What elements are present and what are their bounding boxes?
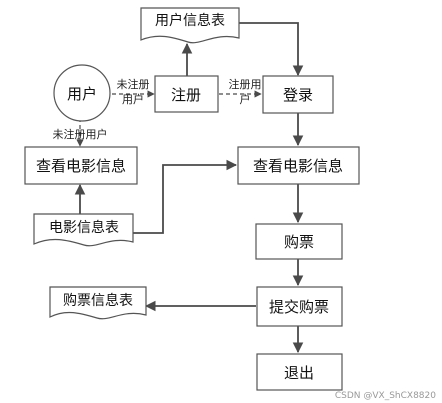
node-register-label: 注册 — [171, 86, 201, 104]
node-ticket-info-table-label: 购票信息表 — [63, 292, 133, 309]
node-user-info-table: 用户信息表 — [140, 7, 240, 44]
node-view-movie-right: 查看电影信息 — [237, 146, 360, 185]
node-logout-label: 退出 — [284, 364, 314, 382]
edge-user-info-table-to-login — [239, 22, 304, 77]
node-movie-info-table-label: 电影信息表 — [49, 219, 119, 236]
node-buy-ticket-label: 购票 — [284, 233, 314, 251]
node-view-movie-right-label: 查看电影信息 — [253, 157, 343, 175]
node-view-movie-left: 查看电影信息 — [24, 146, 138, 185]
node-buy-ticket: 购票 — [255, 223, 343, 260]
edge-movie-table-to-view-movie-right — [133, 159, 238, 234]
edge-label-registered-user-line2: 户 — [240, 92, 251, 106]
node-login-label: 登录 — [283, 86, 313, 104]
node-logout: 退出 — [256, 353, 343, 391]
node-user-info-table-label: 用户信息表 — [155, 12, 225, 29]
edge-label-unregistered-user-line1: 未注册 — [117, 77, 150, 91]
edge-label-unregistered-user-down: 未注册用户 — [53, 127, 108, 141]
watermark-text: CSDN @VX_ShCX8820 — [335, 391, 436, 401]
node-ticket-info-table: 购票信息表 — [49, 286, 147, 320]
node-user: 用户 — [53, 64, 111, 122]
node-movie-info-table: 电影信息表 — [33, 213, 134, 247]
node-submit-purchase-label: 提交购票 — [269, 298, 329, 316]
node-user-label: 用户 — [67, 85, 97, 103]
edge-label-registered-user-line1: 注册用 — [229, 77, 262, 91]
node-login: 登录 — [262, 75, 334, 114]
node-submit-purchase: 提交购票 — [256, 286, 343, 327]
node-register: 注册 — [154, 75, 219, 113]
edge-label-unregistered-user-line2: 用户 — [122, 92, 144, 106]
node-view-movie-left-label: 查看电影信息 — [36, 157, 126, 175]
